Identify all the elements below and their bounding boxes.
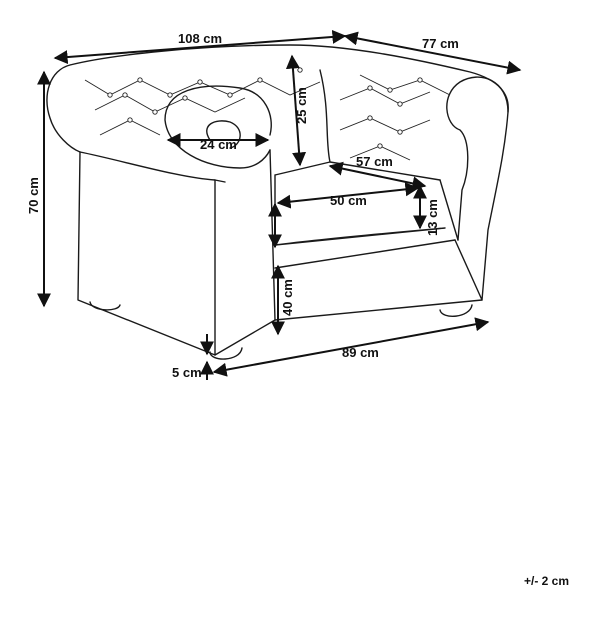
tolerance-note: +/- 2 cm bbox=[524, 574, 569, 588]
backrest-outline bbox=[46, 44, 509, 153]
label-backrest-height: 25 cm bbox=[294, 87, 309, 124]
backrest-height-line bbox=[285, 54, 307, 167]
right-armrest bbox=[446, 76, 509, 301]
label-cushion-height: 13 cm bbox=[425, 199, 440, 236]
left-armrest-front bbox=[214, 149, 276, 356]
total-width-line bbox=[53, 29, 347, 65]
front-base bbox=[274, 239, 483, 321]
label-total-width: 108 cm bbox=[178, 31, 222, 46]
seat-width-line bbox=[276, 182, 420, 209]
armchair-drawing bbox=[46, 44, 509, 360]
left-armrest bbox=[79, 85, 272, 183]
left-side-panel bbox=[77, 151, 216, 356]
label-seat-height: 40 cm bbox=[280, 279, 295, 316]
seat-depth-line bbox=[328, 161, 427, 191]
back-left-leg bbox=[89, 301, 121, 311]
label-seat-width: 50 cm bbox=[330, 193, 367, 208]
label-base-width: 89 cm bbox=[342, 345, 379, 360]
label-leg-height: 5 cm bbox=[172, 365, 202, 380]
label-total-depth: 77 cm bbox=[422, 36, 459, 51]
backrest-lower-edge bbox=[319, 69, 441, 181]
tufting-buttons bbox=[107, 67, 423, 149]
label-total-height: 70 cm bbox=[26, 177, 41, 214]
dimension-lines bbox=[37, 29, 522, 380]
label-armrest-width: 24 cm bbox=[200, 137, 237, 152]
total-depth-line bbox=[343, 31, 522, 75]
base-width-line bbox=[212, 317, 490, 377]
backrest-tufting bbox=[84, 74, 451, 161]
dimension-labels: 108 cm 77 cm 70 cm 25 cm 24 cm 57 cm 50 … bbox=[26, 31, 569, 588]
front-right-leg bbox=[439, 304, 473, 317]
label-seat-depth: 57 cm bbox=[356, 154, 393, 169]
